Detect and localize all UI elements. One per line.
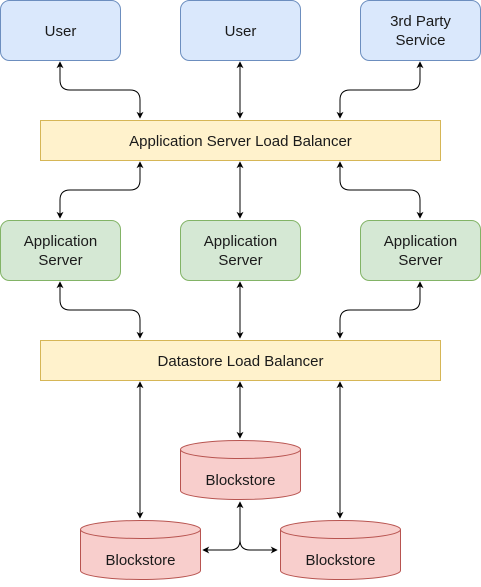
edge-app-lb-app-server-right	[336, 161, 424, 219]
blockstore-right-label: Blockstore	[305, 552, 375, 569]
third-party-label-line2: Service	[395, 32, 445, 49]
edge-blockstore-top-blockstore-left	[202, 501, 244, 554]
app-server-load-balancer-node: Application Server Load Balancer	[40, 120, 441, 161]
app-server-right-node: Application Server	[360, 220, 481, 281]
app-server-center-label-line2: Server	[218, 252, 262, 269]
blockstore-top-node: Blockstore	[180, 440, 301, 500]
datastore-load-balancer-node: Datastore Load Balancer	[40, 340, 441, 381]
edge-user-left-app-lb	[56, 61, 144, 119]
app-server-center-label-line1: Application	[204, 233, 277, 250]
third-party-service-node: 3rd Party Service	[360, 0, 481, 61]
edge-app-server-left-datastore-lb	[56, 281, 144, 339]
app-lb-label: Application Server Load Balancer	[129, 133, 352, 150]
datastore-lb-label: Datastore Load Balancer	[158, 353, 324, 370]
user-center-label: User	[225, 23, 257, 40]
user-left-node: User	[0, 0, 121, 61]
edge-blockstore-top-blockstore-right	[239, 539, 278, 554]
app-server-left-label-line2: Server	[38, 252, 82, 269]
blockstore-left-node: Blockstore	[80, 520, 201, 580]
app-server-right-label-line2: Server	[398, 252, 442, 269]
app-server-left-label-line1: Application	[24, 233, 97, 250]
edge-third-party-app-lb	[336, 61, 424, 119]
app-server-left-node: Application Server	[0, 220, 121, 281]
user-center-node: User	[180, 0, 301, 61]
app-server-center-node: Application Server	[180, 220, 301, 281]
app-server-right-label-line1: Application	[384, 233, 457, 250]
blockstore-left-label: Blockstore	[105, 552, 175, 569]
blockstore-top-label: Blockstore	[205, 472, 275, 489]
edge-app-server-right-datastore-lb	[336, 281, 424, 339]
blockstore-right-node: Blockstore	[280, 520, 401, 580]
third-party-label-line1: 3rd Party	[390, 13, 451, 30]
edge-app-lb-app-server-left	[56, 161, 144, 219]
user-left-label: User	[45, 23, 77, 40]
